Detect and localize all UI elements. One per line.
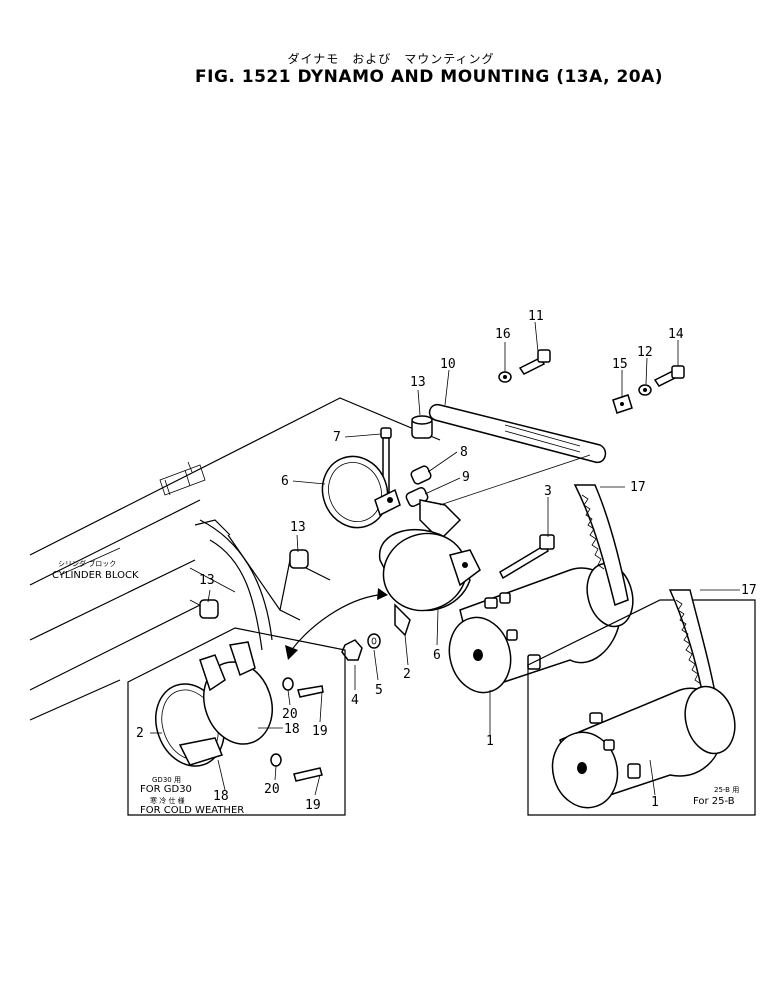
inset-gd30-cold-weather [127, 627, 346, 816]
callout-1-main: 1 [486, 734, 494, 749]
callout-18-right: 18 [284, 722, 300, 737]
cold-weather-label-jp: 寒 冷 仕 様 [150, 796, 185, 805]
for-25b-label: For 25-B [693, 796, 735, 807]
nut-4 [341, 639, 363, 661]
spec-25b-label-jp: 25-B 用 [714, 786, 739, 794]
callout-6-lower: 6 [433, 648, 441, 663]
figure-title-japanese: ダイナモ および マウンティング [287, 52, 495, 66]
callout-10: 10 [440, 357, 456, 372]
for-gd30-label: FOR GD30 [140, 784, 192, 795]
callout-18-lower: 18 [213, 789, 229, 804]
callout-19-upper: 19 [312, 724, 328, 739]
callout-7: 7 [333, 430, 341, 445]
spacer-13-lower [199, 599, 219, 619]
callout-13-lower: 13 [199, 573, 215, 588]
callout-20-lower: 20 [264, 782, 280, 797]
cylinder-block-label: CYLINDER BLOCK [52, 570, 139, 581]
callout-14: 14 [668, 327, 684, 342]
for-cold-weather-label: FOR COLD WEATHER [140, 805, 244, 816]
callout-labels: 11 16 10 13 15 12 14 7 8 9 6 13 13 17 17… [136, 309, 757, 813]
gd30-label-jp: GD30 用 [152, 776, 181, 784]
callout-11: 11 [528, 309, 544, 324]
text-labels: シリンダ ブロック CYLINDER BLOCK GD30 用 FOR GD30… [52, 559, 739, 816]
bolt-11 [498, 349, 551, 383]
callout-17-25b: 17 [741, 583, 757, 598]
callout-20-upper: 20 [282, 707, 298, 722]
swap-arrow [285, 588, 388, 660]
bolt-7 [380, 427, 392, 494]
callout-16: 16 [495, 327, 511, 342]
callout-19-lower: 19 [305, 798, 321, 813]
callout-4: 4 [351, 693, 359, 708]
callout-5: 5 [375, 683, 383, 698]
tension-bracket [419, 454, 591, 542]
callout-2-main: 2 [403, 667, 411, 682]
callout-3: 3 [544, 484, 552, 499]
callout-13-top: 13 [410, 375, 426, 390]
callout-2-inset: 2 [136, 726, 144, 741]
spacer-13-top [411, 415, 433, 439]
spacer-13-middle [289, 549, 309, 569]
callout-17-main: 17 [630, 480, 646, 495]
bracket-2-main [379, 528, 481, 637]
callout-12: 12 [637, 345, 653, 360]
bolt-3 [499, 534, 555, 580]
callout-9: 9 [462, 470, 470, 485]
leader-lines [150, 321, 740, 796]
adjust-bar [428, 403, 607, 464]
bolt-14 [612, 365, 685, 414]
bracket-band-6-upper [321, 455, 401, 529]
callout-1-25b: 1 [651, 795, 659, 810]
inset-25b [527, 589, 756, 816]
washer-5 [367, 633, 381, 649]
callout-13-middle: 13 [290, 520, 306, 535]
bushing-8 [410, 465, 432, 485]
fan-belt-main [573, 484, 629, 607]
figure-title: FIG. 1521 DYNAMO AND MOUNTING (13A, 20A) [195, 67, 664, 87]
callout-8: 8 [460, 445, 468, 460]
cylinder-block-label-jp: シリンダ ブロック [58, 559, 116, 568]
callout-15: 15 [612, 357, 628, 372]
callout-6-upper: 6 [281, 474, 289, 489]
